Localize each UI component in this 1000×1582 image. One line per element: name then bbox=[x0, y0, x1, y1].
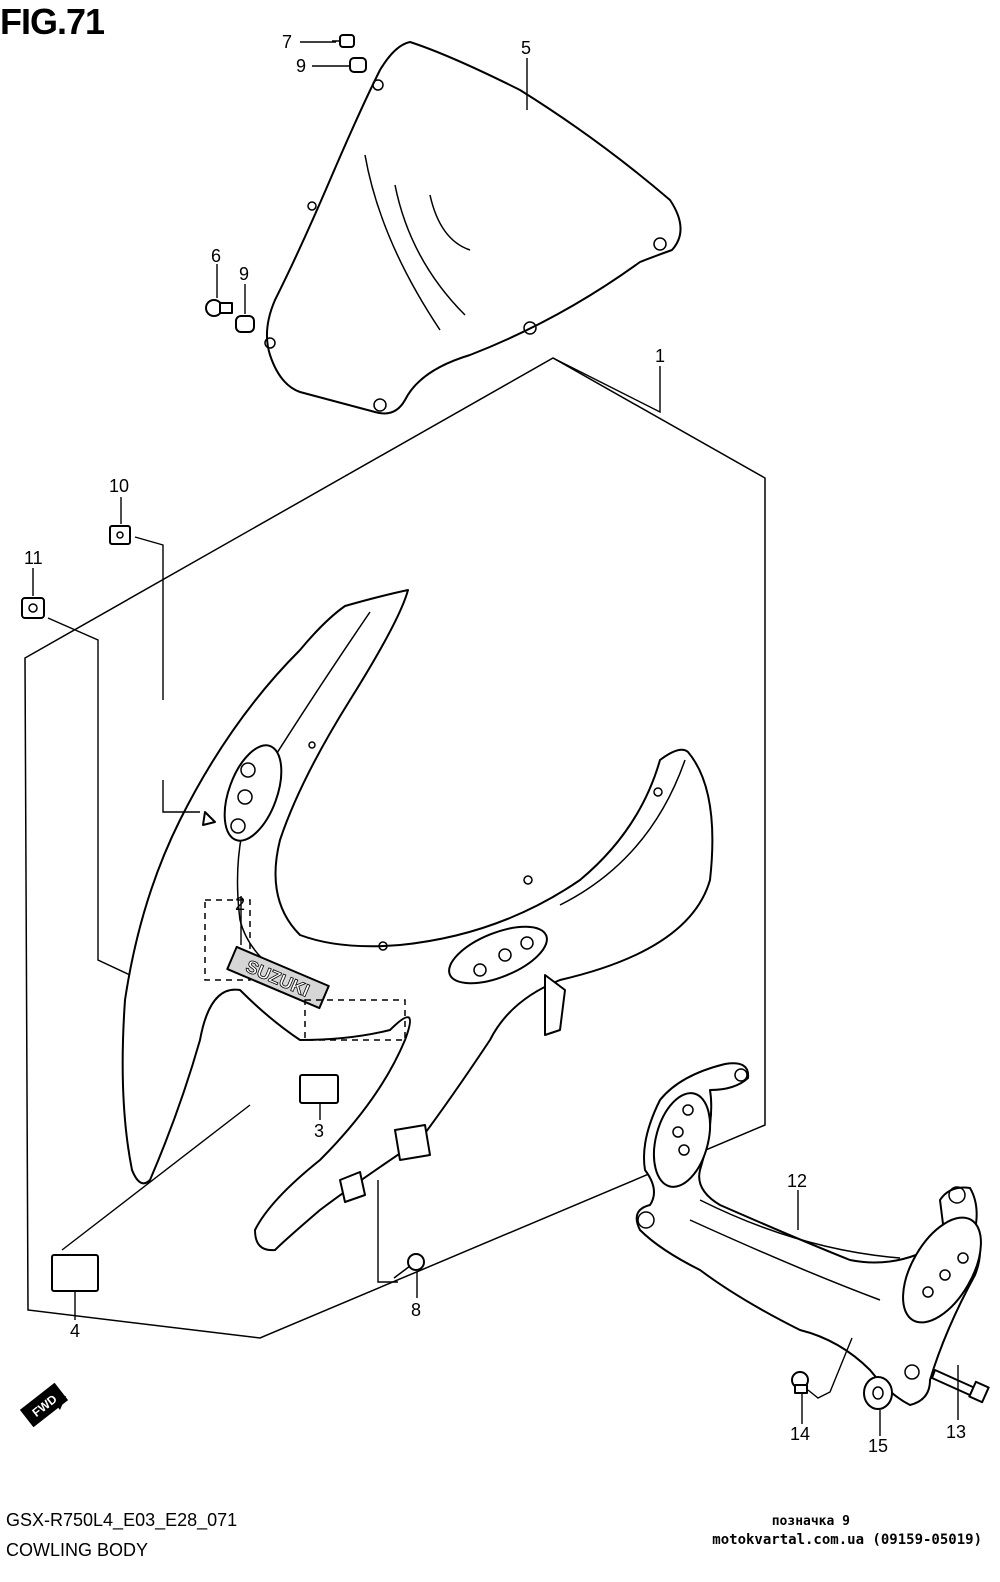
nut-14 bbox=[791, 1371, 809, 1394]
clip-nut-11 bbox=[21, 597, 45, 619]
site-watermark: motokvartal.com.ua (09159-05019) bbox=[712, 1532, 982, 1548]
callout-14: 14 bbox=[790, 1424, 810, 1444]
callout-1: 1 bbox=[655, 346, 665, 366]
callout-9b: 9 bbox=[239, 264, 249, 284]
screw-6 bbox=[205, 299, 233, 317]
callout-3: 3 bbox=[314, 1121, 324, 1141]
callout-8: 8 bbox=[411, 1300, 421, 1320]
bolt-13 bbox=[931, 1369, 990, 1404]
clip-nut-10 bbox=[109, 525, 131, 545]
callout-6: 6 bbox=[211, 246, 221, 266]
section-name: COWLING BODY bbox=[6, 1540, 149, 1560]
callout-2: 2 bbox=[235, 894, 245, 914]
callout-5: 5 bbox=[521, 38, 531, 58]
screw-8 bbox=[393, 1253, 425, 1279]
fwd-arrow-icon: FWD bbox=[18, 1382, 69, 1432]
model-code: GSX-R750L4_E03_E28_071 bbox=[6, 1510, 238, 1530]
cowling-body bbox=[121, 589, 714, 1252]
callout-10: 10 bbox=[109, 476, 129, 496]
washer-9-left bbox=[235, 315, 255, 333]
sticker-3 bbox=[299, 1074, 339, 1104]
callout-11: 11 bbox=[24, 548, 43, 568]
callout-12: 12 bbox=[787, 1171, 807, 1191]
cowling-bracket-12 bbox=[635, 1062, 982, 1406]
note-label: позначка 9 bbox=[771, 1514, 850, 1529]
callout-labels: 1 2 3 4 5 6 7 8 9 9 10 11 12 13 14 15 bbox=[24, 32, 966, 1456]
sticker-4 bbox=[51, 1254, 99, 1292]
callout-7: 7 bbox=[282, 32, 292, 52]
screw-7 bbox=[332, 34, 355, 48]
callout-13: 13 bbox=[946, 1422, 966, 1442]
leader-lines bbox=[32, 41, 959, 1436]
assembly-outline bbox=[24, 357, 766, 1339]
washer-9-top bbox=[349, 57, 367, 73]
callout-15: 15 bbox=[868, 1436, 888, 1456]
windscreen bbox=[264, 41, 682, 415]
grommet-15 bbox=[863, 1376, 893, 1410]
callout-4: 4 bbox=[70, 1321, 80, 1341]
decal-outline bbox=[304, 999, 406, 1041]
callout-9a: 9 bbox=[296, 56, 306, 76]
figure-title: FIG.71 bbox=[0, 1, 105, 42]
